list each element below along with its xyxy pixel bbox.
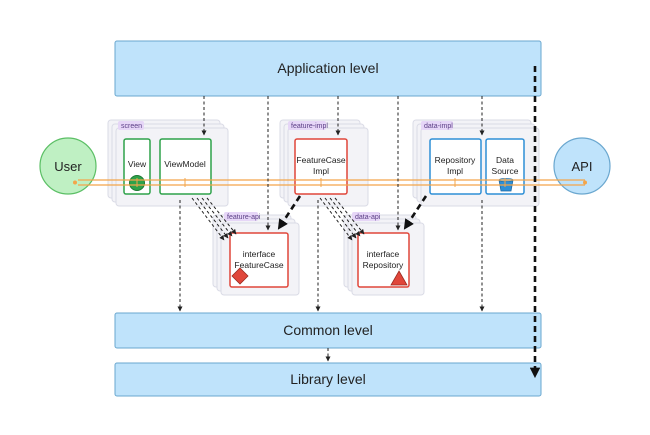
data-source-label-2: Source <box>492 166 519 176</box>
repository-impl-label-2: Impl <box>447 166 463 176</box>
data-api-tag <box>352 212 380 221</box>
interface-repository-box <box>357 232 410 288</box>
api-label: API <box>572 159 593 174</box>
common-level: Common level <box>114 312 542 349</box>
red-diamond-icon <box>231 267 249 285</box>
application-level-label: Application level <box>277 60 378 76</box>
viewmodel-label: ViewModel <box>164 159 206 169</box>
user-label: User <box>54 159 82 174</box>
screen-tag-label: screen <box>121 123 142 130</box>
featurecase-impl-label-2: Impl <box>313 166 329 176</box>
flow-end-dot <box>583 180 587 185</box>
data-api-module: data-api interface Repository <box>343 212 425 296</box>
dependency-arrows <box>177 66 541 379</box>
flow-start-dot <box>73 180 77 185</box>
common-level-label: Common level <box>283 322 372 338</box>
data-flow-line <box>73 178 587 187</box>
interface-repository-label-1: interface <box>367 249 400 259</box>
application-level: Application level <box>114 40 542 97</box>
feature-impl-tag-label: feature-impl <box>291 123 328 130</box>
interface-featurecase-label-1: interface <box>243 249 276 259</box>
repository-impl-label-1: Repository <box>435 155 476 165</box>
data-source-label-1: Data <box>496 155 514 165</box>
library-level-label: Library level <box>290 371 365 387</box>
data-impl-tag-label: data-impl <box>424 123 453 130</box>
data-impl-tag <box>421 121 453 130</box>
screen-module: screen View ViewModel <box>107 119 229 207</box>
data-impl-module: data-impl Repository Impl Data Source <box>412 119 540 207</box>
feature-impl-tag <box>288 121 326 130</box>
feature-api-tag <box>224 212 258 221</box>
library-level: Library level <box>114 362 542 397</box>
interface-featurecase-label-2: FeatureCase <box>234 260 283 270</box>
red-triangle-icon <box>390 270 408 286</box>
feature-api-tag-label: feature-api <box>227 214 261 221</box>
data-api-tag-label: data-api <box>355 214 381 221</box>
feature-impl-module: feature-impl FeatureCase Impl <box>279 119 369 207</box>
view-label: View <box>128 159 147 169</box>
screen-tag <box>118 121 144 130</box>
interface-repository-label-2: Repository <box>363 260 404 270</box>
featurecase-impl-label-1: FeatureCase <box>296 155 345 165</box>
feature-api-module: feature-api interface FeatureCase <box>212 212 300 296</box>
